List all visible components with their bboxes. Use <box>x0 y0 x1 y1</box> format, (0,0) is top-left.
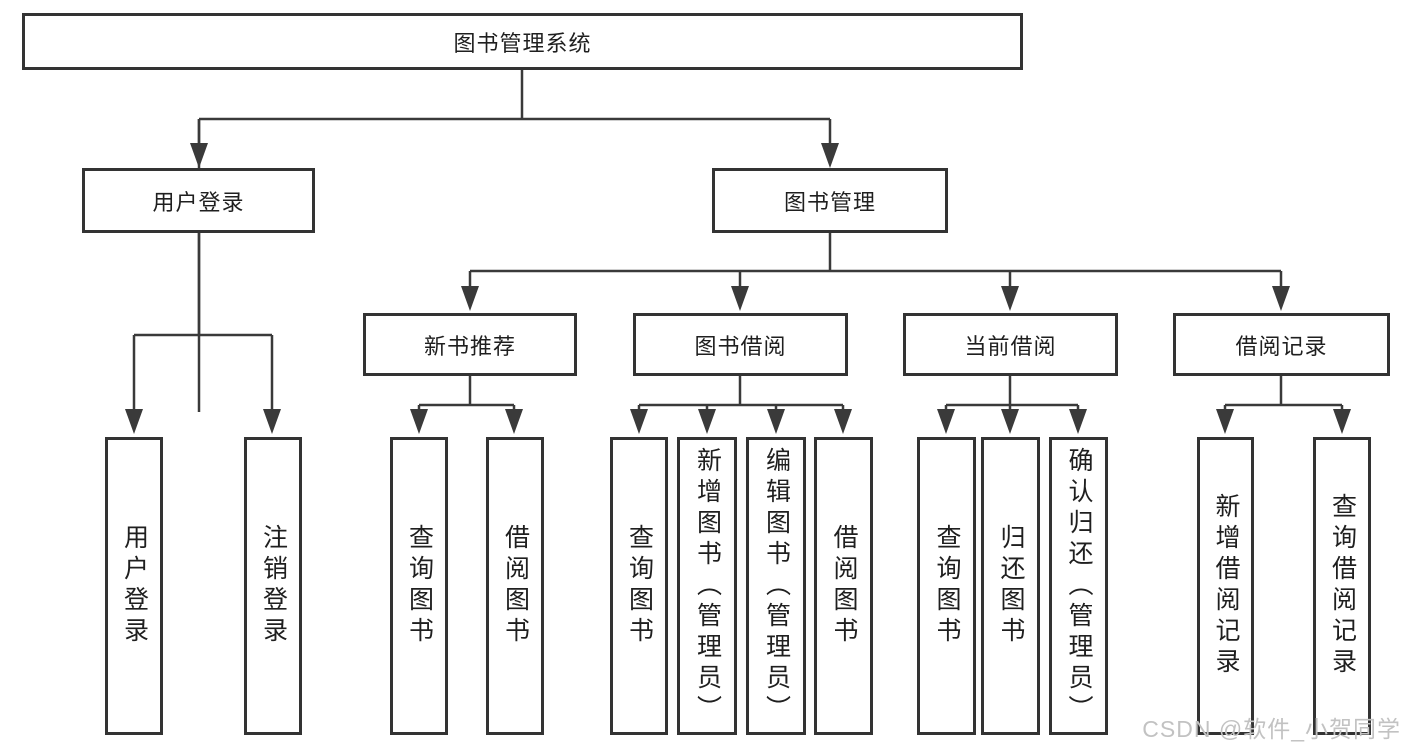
leaf-query-books-recommendation-label: 查询图书 <box>405 524 434 648</box>
leaf-return-books-label: 归还图书 <box>997 524 1025 648</box>
leaf-query-books-current: 查询图书 <box>917 437 976 735</box>
node-new-book-recommendation-label: 新书推荐 <box>423 333 516 359</box>
node-book-management-label: 图书管理 <box>783 189 876 215</box>
arrowhead-down <box>698 409 716 434</box>
arrowhead-down <box>767 409 785 434</box>
arrowhead-down <box>1001 286 1019 311</box>
node-new-book-recommendation: 新书推荐 <box>363 313 577 376</box>
arrowhead-down <box>630 409 648 434</box>
node-book-management: 图书管理 <box>712 168 948 233</box>
node-root-label: 图书管理系统 <box>453 30 592 56</box>
leaf-user-login-label: 用户登录 <box>120 524 149 648</box>
leaf-user-login: 用户登录 <box>105 437 163 735</box>
arrowhead-down <box>1216 409 1234 434</box>
node-book-borrowing: 图书借阅 <box>633 313 848 376</box>
leaf-add-books-admin: 新增图书（管理员） <box>677 437 737 735</box>
leaf-borrow-books-recommendation-label: 借阅图书 <box>501 524 530 648</box>
leaf-query-books-recommendation: 查询图书 <box>390 437 448 735</box>
leaf-query-books-borrowing-label: 查询图书 <box>625 524 654 648</box>
arrowhead-down <box>1272 286 1290 311</box>
csdn-watermark: CSDN @软件_小贺同学 <box>1142 716 1401 742</box>
leaf-confirm-return-admin: 确认归还（管理员） <box>1049 437 1108 735</box>
leaf-return-books: 归还图书 <box>981 437 1040 735</box>
arrowhead-down <box>821 143 839 168</box>
node-current-borrowing: 当前借阅 <box>903 313 1118 376</box>
leaf-borrow-books-recommendation: 借阅图书 <box>486 437 544 735</box>
node-root: 图书管理系统 <box>22 13 1023 70</box>
connector-recommendation-children <box>410 375 523 434</box>
leaf-query-borrow-record: 查询借阅记录 <box>1313 437 1371 735</box>
node-borrowing-records-label: 借阅记录 <box>1235 333 1328 359</box>
leaf-add-borrow-record-label: 新增借阅记录 <box>1212 493 1240 679</box>
arrowhead-down <box>1001 409 1019 434</box>
arrowhead-down <box>505 409 523 434</box>
arrowhead-down <box>263 409 281 434</box>
node-user-login: 用户登录 <box>82 168 315 233</box>
node-user-login-label: 用户登录 <box>152 189 245 215</box>
node-borrowing-records: 借阅记录 <box>1173 313 1390 376</box>
leaf-edit-books-admin-label: 编辑图书（管理员） <box>762 446 791 726</box>
connector-user-login-children <box>125 232 281 434</box>
connector-borrowing-children <box>630 375 852 434</box>
leaf-logout-label: 注销登录 <box>259 524 288 648</box>
leaf-add-books-admin-label: 新增图书（管理员） <box>693 446 722 726</box>
connector-book-management-sections <box>461 232 1290 311</box>
leaf-query-books-borrowing: 查询图书 <box>610 437 668 735</box>
leaf-logout: 注销登录 <box>244 437 302 735</box>
node-book-borrowing-label: 图书借阅 <box>694 333 787 359</box>
connector-records-children <box>1216 375 1351 434</box>
leaf-edit-books-admin: 编辑图书（管理员） <box>746 437 806 735</box>
arrowhead-down <box>461 286 479 311</box>
arrowhead-down <box>410 409 428 434</box>
arrowhead-down <box>190 143 208 168</box>
leaf-borrow-books-borrowing: 借阅图书 <box>814 437 873 735</box>
arrowhead-down <box>1069 409 1087 434</box>
arrowhead-down <box>937 409 955 434</box>
connector-current-borrow-children <box>937 375 1087 434</box>
leaf-query-borrow-record-label: 查询借阅记录 <box>1328 493 1357 679</box>
leaf-add-borrow-record: 新增借阅记录 <box>1197 437 1254 735</box>
arrowhead-down <box>731 286 749 311</box>
leaf-confirm-return-admin-label: 确认归还（管理员） <box>1065 446 1093 726</box>
arrowhead-down <box>125 409 143 434</box>
leaf-query-books-current-label: 查询图书 <box>933 524 961 648</box>
node-current-borrowing-label: 当前借阅 <box>964 333 1057 359</box>
arrowhead-down <box>1333 409 1351 434</box>
leaf-borrow-books-borrowing-label: 借阅图书 <box>830 524 858 648</box>
arrowhead-down <box>834 409 852 434</box>
